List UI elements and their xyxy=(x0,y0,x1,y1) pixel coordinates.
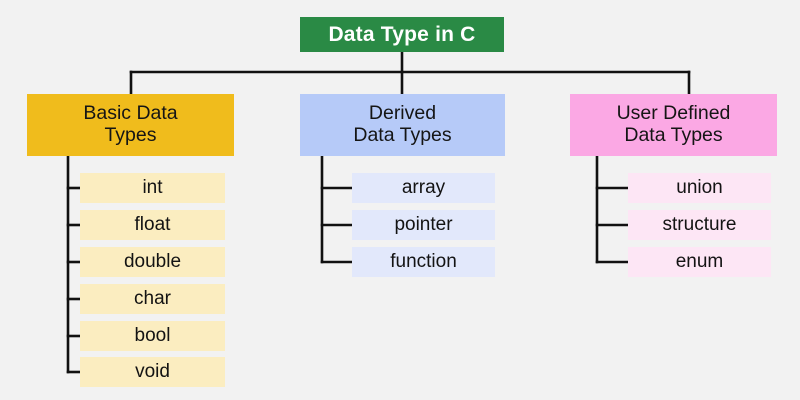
leaf-node-float[interactable]: float xyxy=(80,210,225,240)
leaf-node-array[interactable]: array xyxy=(352,173,495,203)
leaf-node-function[interactable]: function xyxy=(352,247,495,277)
category-node-user-defined-data-types[interactable]: User Defined Data Types xyxy=(570,94,777,156)
category-node-derived-data-types[interactable]: Derived Data Types xyxy=(300,94,505,156)
leaf-node-pointer[interactable]: pointer xyxy=(352,210,495,240)
leaf-node-bool[interactable]: bool xyxy=(80,321,225,351)
leaf-node-int[interactable]: int xyxy=(80,173,225,203)
leaf-node-char[interactable]: char xyxy=(80,284,225,314)
leaf-node-union[interactable]: union xyxy=(628,173,771,203)
root-node-data-type-in-c[interactable]: Data Type in C xyxy=(300,17,504,52)
leaf-node-void[interactable]: void xyxy=(80,357,225,387)
leaf-node-structure[interactable]: structure xyxy=(628,210,771,240)
leaf-node-double[interactable]: double xyxy=(80,247,225,277)
leaf-node-enum[interactable]: enum xyxy=(628,247,771,277)
category-node-basic-data-types[interactable]: Basic Data Types xyxy=(27,94,234,156)
